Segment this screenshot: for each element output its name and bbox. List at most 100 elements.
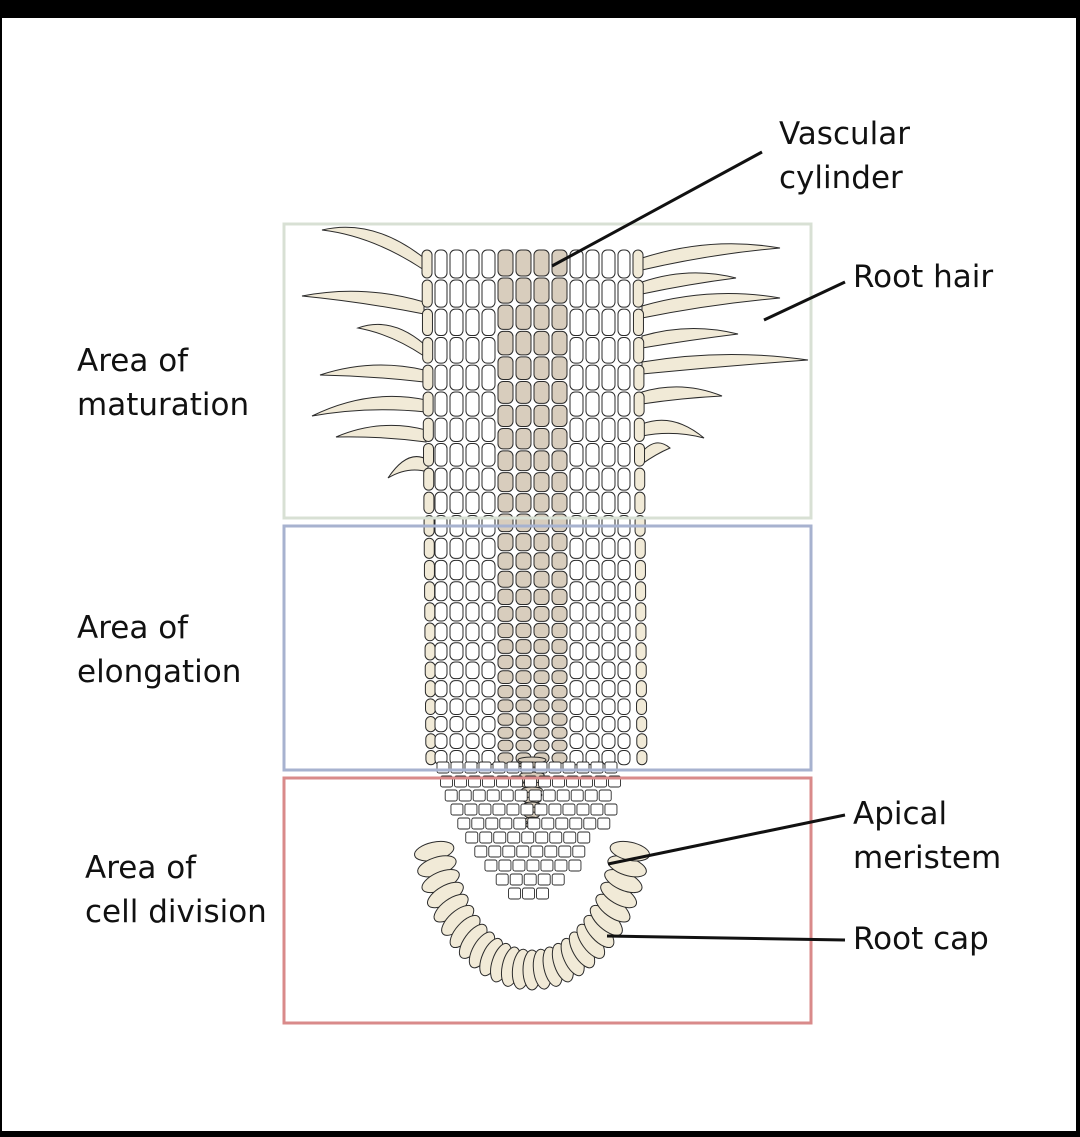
root-cell — [515, 588, 532, 606]
meristem-cell — [514, 789, 528, 802]
root-cell — [481, 467, 496, 491]
root-cell — [481, 417, 496, 442]
root-cell — [617, 417, 631, 442]
root-cell — [533, 713, 550, 726]
root-cell — [424, 581, 436, 602]
root-cell — [551, 739, 568, 752]
root-cell — [569, 698, 584, 716]
root-cell — [533, 330, 550, 356]
root-cell — [617, 716, 631, 733]
root-cell — [617, 279, 631, 308]
meristem-cell — [590, 803, 604, 816]
root-cell — [569, 622, 584, 642]
root-cell — [601, 249, 616, 279]
zone-box-maturation — [282, 222, 813, 520]
root-cell — [551, 622, 568, 639]
meristem-cell — [508, 887, 521, 900]
root-cell — [497, 277, 514, 304]
root-hair — [641, 243, 781, 271]
root-cell — [636, 749, 648, 766]
root-cell — [434, 642, 448, 661]
root-cell — [515, 606, 532, 622]
root-cell — [434, 559, 448, 581]
root-cell — [424, 622, 436, 642]
root-cell — [497, 330, 514, 356]
root-cell — [601, 364, 616, 391]
root-cell — [465, 733, 480, 749]
root-cell — [533, 356, 550, 380]
root-cell — [515, 356, 532, 380]
root-cell — [515, 493, 532, 513]
root-cell — [449, 391, 464, 417]
root-cell — [617, 249, 631, 279]
meristem-cell — [457, 817, 471, 830]
root-cell — [617, 642, 631, 661]
root-cell — [422, 364, 434, 391]
meristem-cell — [513, 817, 527, 830]
root-cell — [617, 491, 631, 515]
root-cell — [465, 661, 480, 680]
root-cell — [569, 249, 584, 279]
root-cell — [633, 391, 645, 417]
meristem-cell — [544, 845, 558, 858]
root-cell — [465, 417, 480, 442]
meristem-cell — [541, 817, 555, 830]
meristem-cell — [488, 845, 502, 858]
root-cell — [617, 602, 631, 622]
root-cell — [481, 364, 496, 391]
root-cell — [533, 249, 550, 277]
meristem-cell — [535, 831, 549, 844]
root-cell — [551, 713, 568, 726]
root-cell — [617, 337, 631, 364]
meristem-cell — [576, 803, 590, 816]
root-cell — [533, 739, 550, 752]
root-cell — [634, 442, 646, 467]
root-cell — [497, 739, 514, 752]
root-cell — [481, 680, 496, 698]
root-cell — [497, 249, 514, 277]
root-cell — [551, 493, 568, 513]
root-cell — [569, 417, 584, 442]
root-cell — [551, 670, 568, 685]
root-cell — [515, 427, 532, 450]
root-cell — [465, 716, 480, 733]
root-cell — [585, 733, 600, 749]
diagram-frame: Vascular cylinder Root hair Area of matu… — [2, 18, 1076, 1131]
root-cell — [434, 716, 448, 733]
root-hairs — [301, 226, 809, 479]
root-cell — [601, 733, 616, 749]
root-cell — [585, 581, 600, 602]
label-vascular-cylinder: Vascular cylinder — [779, 116, 910, 196]
root-cell — [569, 279, 584, 308]
root-cell — [481, 716, 496, 733]
root-cell — [515, 622, 532, 639]
root-cell — [601, 537, 616, 559]
root-cell — [515, 739, 532, 752]
root-cell — [481, 337, 496, 364]
meristem-cell — [444, 789, 458, 802]
root-cell — [449, 733, 464, 749]
root-cell — [465, 537, 480, 559]
root-cell — [465, 249, 480, 279]
root-cell — [515, 654, 532, 670]
root-cell — [551, 472, 568, 493]
root-cell — [551, 380, 568, 404]
root-cell — [434, 680, 448, 698]
root-cell — [533, 427, 550, 450]
root-cell — [533, 726, 550, 739]
root-cell — [617, 680, 631, 698]
meristem-cell — [471, 817, 485, 830]
root-cell — [551, 552, 568, 570]
root-cell — [515, 380, 532, 404]
root-cell — [481, 491, 496, 515]
root-cell — [449, 698, 464, 716]
root-cell — [617, 661, 631, 680]
meristem-cell — [536, 887, 549, 900]
root-cell — [533, 588, 550, 606]
meristem-cell — [548, 803, 562, 816]
meristem-cell — [568, 859, 582, 872]
meristem-cell — [577, 831, 591, 844]
meristem-cell — [526, 859, 540, 872]
root-cell — [569, 467, 584, 491]
meristem-cell — [558, 845, 572, 858]
